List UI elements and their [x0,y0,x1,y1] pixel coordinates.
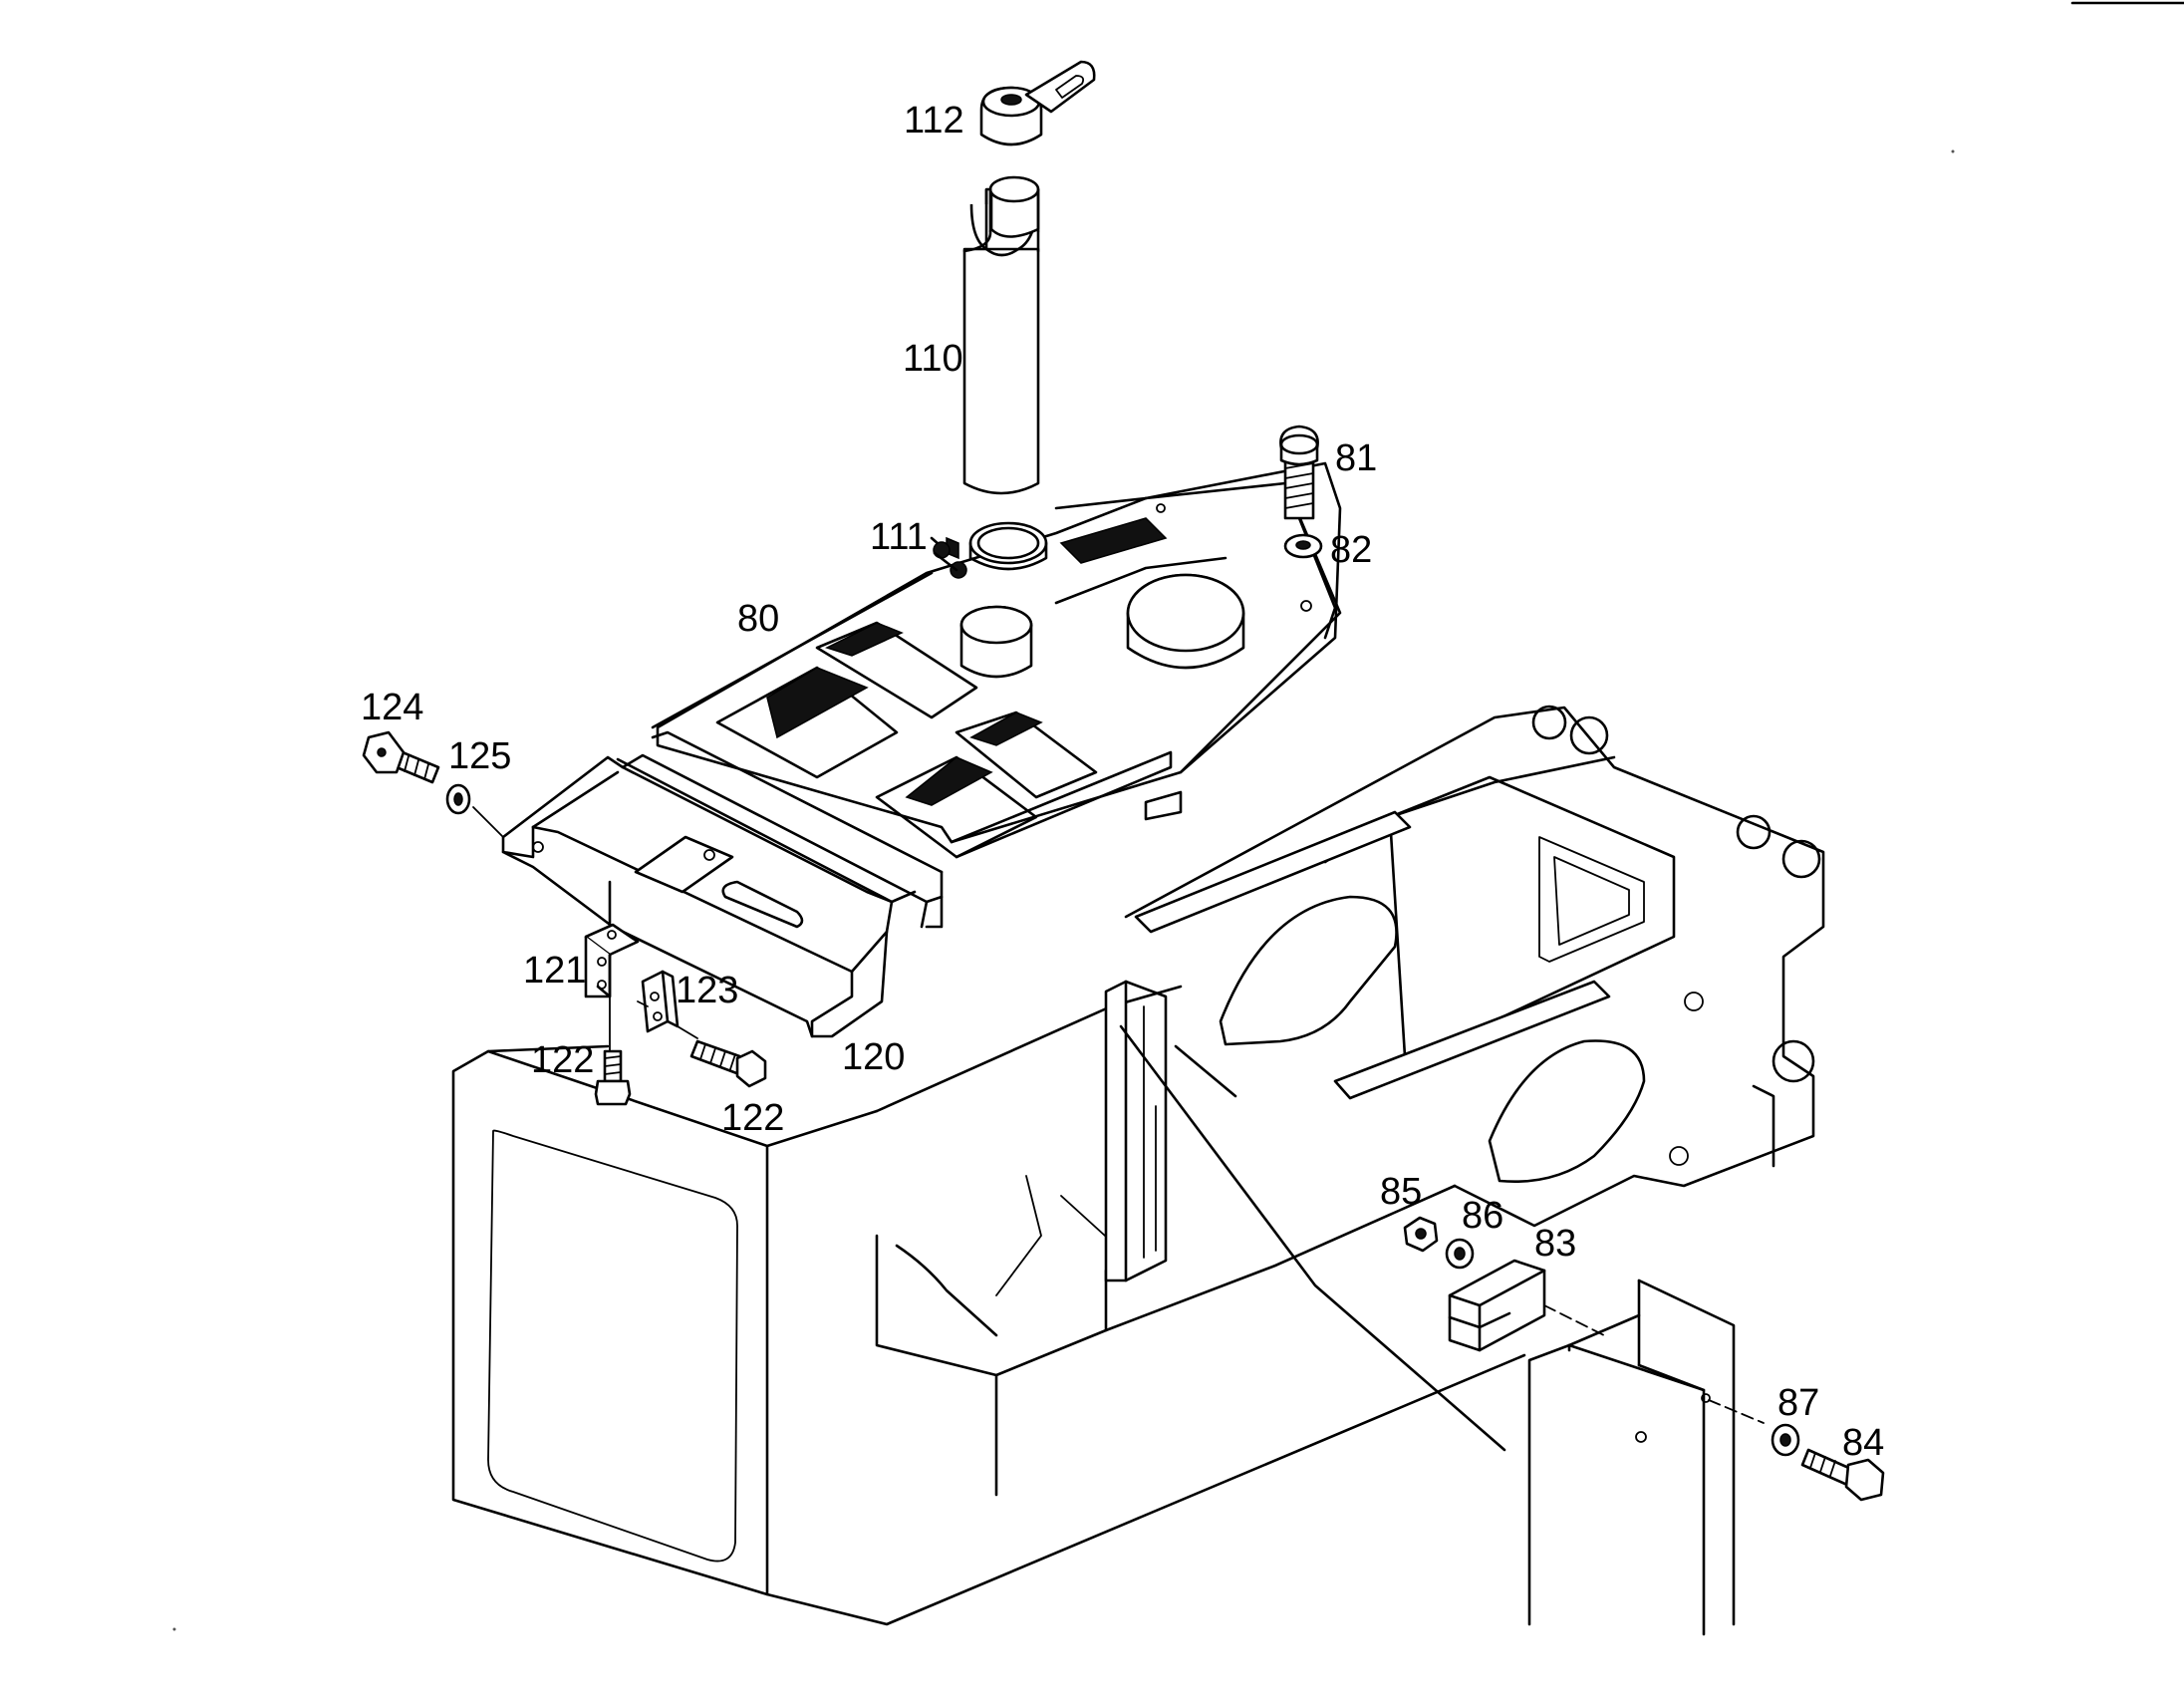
frame-housing [172,149,1955,1636]
label-87: 87 [1777,1382,1819,1424]
part-labels: 112 110 111 80 81 82 124 125 121 123 120… [361,100,1884,1464]
bracket-121 [584,923,640,998]
label-125: 125 [448,735,511,777]
label-124: 124 [361,687,423,728]
label-121: 121 [523,950,586,992]
label-81: 81 [1335,437,1377,479]
nut-85 [1403,1216,1439,1253]
bolt-122-horizontal [689,1039,767,1088]
washer-125 [445,783,471,815]
label-111: 111 [870,516,928,558]
washer-82 [1283,533,1323,559]
cover-plate [651,461,1342,859]
leader-123-122 [677,1025,698,1039]
label-84: 84 [1842,1422,1884,1464]
bolt-84 [1800,1448,1885,1502]
centerline-83 [1543,1304,1605,1336]
block-83 [1448,1259,1546,1352]
centerline-87 [1708,1399,1765,1424]
label-122-left: 122 [531,1039,594,1081]
label-110: 110 [903,338,963,380]
tube [962,175,1040,495]
front-panel [501,730,944,1038]
washer-87 [1771,1423,1800,1457]
label-123: 123 [676,970,738,1011]
bolt-122-vertical [594,1049,632,1106]
label-112: 112 [904,100,964,142]
label-86: 86 [1462,1195,1503,1237]
label-82: 82 [1330,529,1372,571]
leader-121-123 [637,1000,649,1007]
leader-125 [472,806,504,838]
label-80: 80 [737,598,779,640]
label-83: 83 [1534,1223,1576,1265]
clamp [930,521,1048,579]
bracket-123 [641,970,680,1033]
label-122-right: 122 [721,1097,784,1139]
cap [979,60,1096,146]
label-85: 85 [1380,1171,1422,1213]
washer-86 [1445,1238,1475,1270]
label-120: 120 [842,1036,905,1078]
bolt-124 [362,730,440,784]
bolt-81 [1279,425,1319,520]
